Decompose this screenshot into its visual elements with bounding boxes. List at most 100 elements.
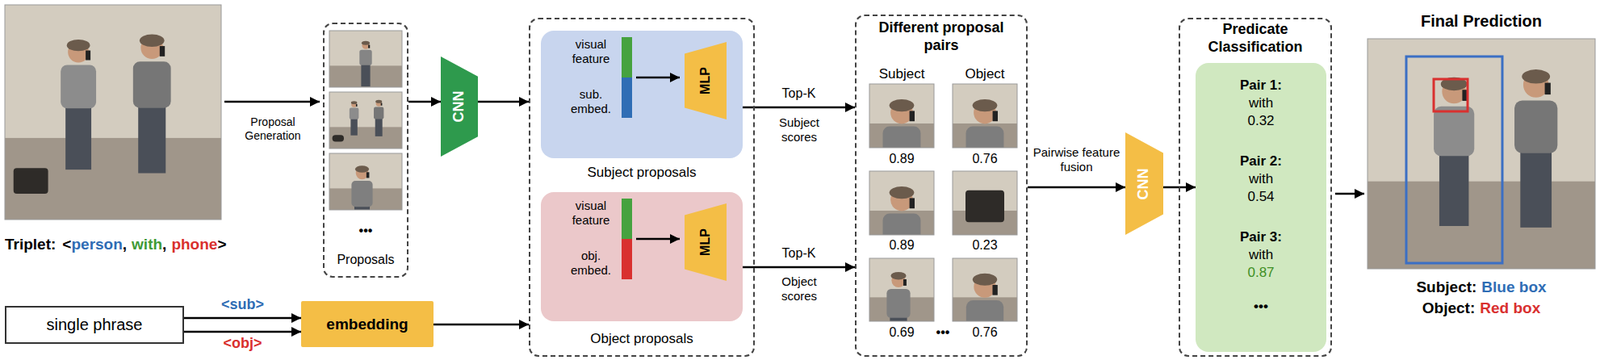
- proposal-pairs-group: Different proposal pairsSubjectObject0.8…: [854, 14, 1028, 357]
- flow-arrow: [636, 76, 680, 80]
- photo-cap: [139, 34, 165, 47]
- proposals-group: •••Proposals: [322, 22, 409, 278]
- photo-torso: [966, 300, 1004, 322]
- photo-torso: [133, 61, 172, 108]
- connector: [184, 330, 302, 334]
- photo-phone: [366, 171, 370, 178]
- photo-legs: [65, 104, 92, 170]
- node-text: CNN: [450, 91, 469, 123]
- photo-torso: [1433, 106, 1475, 157]
- node-text: 0.89: [888, 237, 914, 253]
- node-text: with: [1248, 171, 1274, 188]
- flow-arrow: [224, 100, 320, 104]
- diagram-label: ,: [162, 235, 167, 255]
- diagram-label: Proposal Generation: [240, 115, 306, 143]
- node-text: 0.32: [1247, 113, 1274, 130]
- node-text: visual feature: [565, 37, 616, 67]
- photo-head: [376, 100, 382, 106]
- trapezoid-fill: [1125, 132, 1164, 235]
- subject-box: [1406, 56, 1503, 264]
- node-text: Different proposal pairs: [876, 19, 1006, 55]
- photo-cap: [889, 99, 915, 112]
- object-box: [1433, 79, 1468, 112]
- photo-illustration: [329, 153, 403, 210]
- photo-illustration: [329, 92, 403, 149]
- node-text: Subject proposals: [586, 164, 696, 181]
- diagram-label: Subject scores: [770, 115, 829, 145]
- node-text: 0.54: [1247, 188, 1274, 206]
- connector: [477, 100, 529, 104]
- photo-illustration: [4, 4, 222, 220]
- photo-phone: [1545, 83, 1551, 96]
- photo-torso: [351, 180, 373, 207]
- photo-sky: [329, 92, 403, 149]
- connector: [742, 266, 855, 269]
- diagram-label: <: [62, 235, 72, 255]
- photo-torso: [359, 50, 372, 66]
- photo-torso: [1514, 100, 1558, 153]
- photo-illustration: [952, 171, 1018, 235]
- node-text: obj. embed.: [565, 248, 616, 278]
- node-text: 0.69: [888, 324, 914, 340]
- photo-legs: [360, 63, 370, 87]
- photo-torso: [883, 126, 922, 148]
- photo-phone: [381, 102, 383, 105]
- label-row: Object:Red box: [1422, 299, 1541, 319]
- embedding-bar: [621, 238, 633, 280]
- photo-head: [361, 41, 369, 50]
- node-text: 0.76: [971, 150, 997, 167]
- phrase-box: single phrase: [4, 305, 185, 344]
- photo-frame: [329, 153, 403, 210]
- node-text: CNN: [1135, 168, 1153, 201]
- diagram-label: Final Prediction: [1420, 11, 1542, 31]
- node-text: MLP: [697, 67, 713, 95]
- photo-bag: [13, 167, 49, 194]
- photo-legs: [138, 104, 166, 173]
- photo-ground: [329, 126, 403, 149]
- photo-bag: [332, 134, 344, 142]
- visual-feature-bar: [621, 198, 633, 239]
- photo-cap: [972, 273, 997, 286]
- photo-illustration: [1367, 38, 1596, 269]
- photo-torso: [886, 289, 910, 319]
- diagram-label: Object scores: [770, 274, 829, 304]
- node-text: with: [1248, 95, 1274, 112]
- diagram-label: person: [71, 235, 122, 255]
- photo-legs: [1439, 152, 1469, 227]
- photo-phone: [909, 110, 915, 122]
- edge-label: Top-K: [782, 85, 817, 101]
- predicate-group: Predicate ClassificationPair 1:with0.32P…: [1178, 17, 1332, 357]
- diagram-label: Object:: [1422, 299, 1475, 319]
- connector: [433, 323, 529, 327]
- trapezoid-fill: [440, 56, 478, 157]
- photo-frame: [869, 258, 935, 322]
- connector: [1027, 186, 1126, 189]
- node-text: with: [1248, 247, 1274, 264]
- cnn-encoder: CNN: [1125, 132, 1164, 235]
- photo-legs: [1520, 149, 1552, 228]
- node-text: 0.89: [888, 150, 914, 167]
- diagram-label: ,: [122, 235, 127, 255]
- photo-sky: [869, 258, 935, 322]
- photo-phone: [368, 45, 370, 49]
- node-text: •••: [936, 324, 951, 340]
- photo-frame: [952, 258, 1018, 322]
- photo-phone: [992, 110, 998, 122]
- node-text: Pair 1:: [1239, 77, 1282, 94]
- mlp-block: MLP: [684, 203, 727, 281]
- subject-proposal-box: visual featuresub. embed.MLP: [540, 30, 743, 159]
- photo-cap: [889, 186, 915, 199]
- photo-cap: [890, 272, 906, 281]
- diagram-label: Subject:: [1415, 278, 1477, 298]
- node-text: Proposals: [336, 251, 394, 268]
- photo-illustration: [869, 258, 935, 322]
- photo-ground: [4, 138, 222, 220]
- edge-label: Pairwise feature fusion: [1032, 145, 1122, 175]
- photo-cap: [1521, 69, 1550, 84]
- photo-phone: [909, 197, 915, 209]
- photo-head: [351, 101, 357, 108]
- flow-arrow: [636, 238, 680, 241]
- connector: [184, 317, 302, 320]
